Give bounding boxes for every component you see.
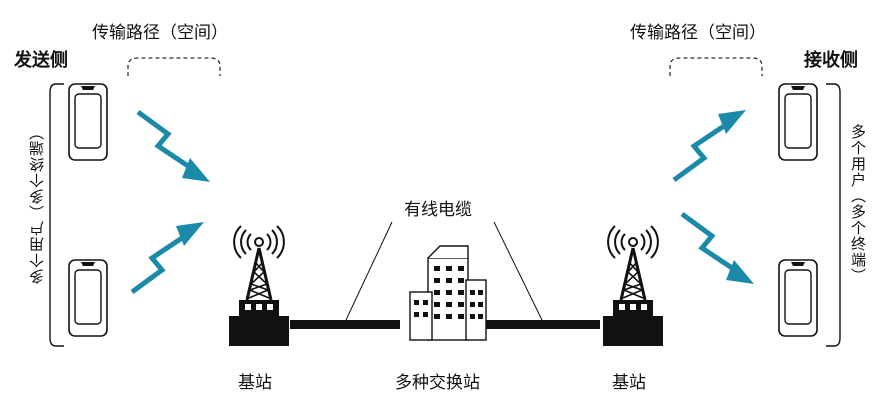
receiver-users-label: 多个用户（多个终端） xyxy=(849,124,867,284)
receiver-users-bracket xyxy=(826,83,841,347)
base-station-left-label: 基站 xyxy=(238,373,272,393)
sender-title: 发送侧 xyxy=(14,50,68,71)
cable-pointer-left xyxy=(345,221,393,321)
base-station-left-tower xyxy=(227,224,291,348)
receiver-path-bracket xyxy=(669,57,763,76)
receiver-phone-2 xyxy=(778,259,818,337)
exchange-building-icon xyxy=(409,245,487,341)
sender-path-label: 传输路径（空间） xyxy=(92,23,228,43)
sender-phone-1 xyxy=(68,83,108,161)
cable-pointer-right xyxy=(493,221,543,321)
receiver-phone-1 xyxy=(778,83,818,161)
exchange-label: 多种交换站 xyxy=(395,373,480,393)
cable-label: 有线电缆 xyxy=(404,200,472,220)
signal-sender-1 xyxy=(138,112,210,182)
signal-receiver-1 xyxy=(674,110,746,180)
sender-users-bracket xyxy=(49,83,64,347)
base-station-right-tower xyxy=(601,224,665,348)
receiver-path-label: 传输路径（空间） xyxy=(630,23,766,43)
signal-receiver-2 xyxy=(682,214,754,284)
sender-phone-2 xyxy=(68,259,108,337)
receiver-title: 接收侧 xyxy=(804,50,858,71)
cable-left xyxy=(290,320,400,329)
sender-path-bracket xyxy=(127,57,221,76)
base-station-right-label: 基站 xyxy=(612,373,646,393)
signal-sender-2 xyxy=(132,222,204,292)
sender-users-label: 多个用户（多个终端） xyxy=(28,124,46,284)
cable-right xyxy=(486,320,600,329)
